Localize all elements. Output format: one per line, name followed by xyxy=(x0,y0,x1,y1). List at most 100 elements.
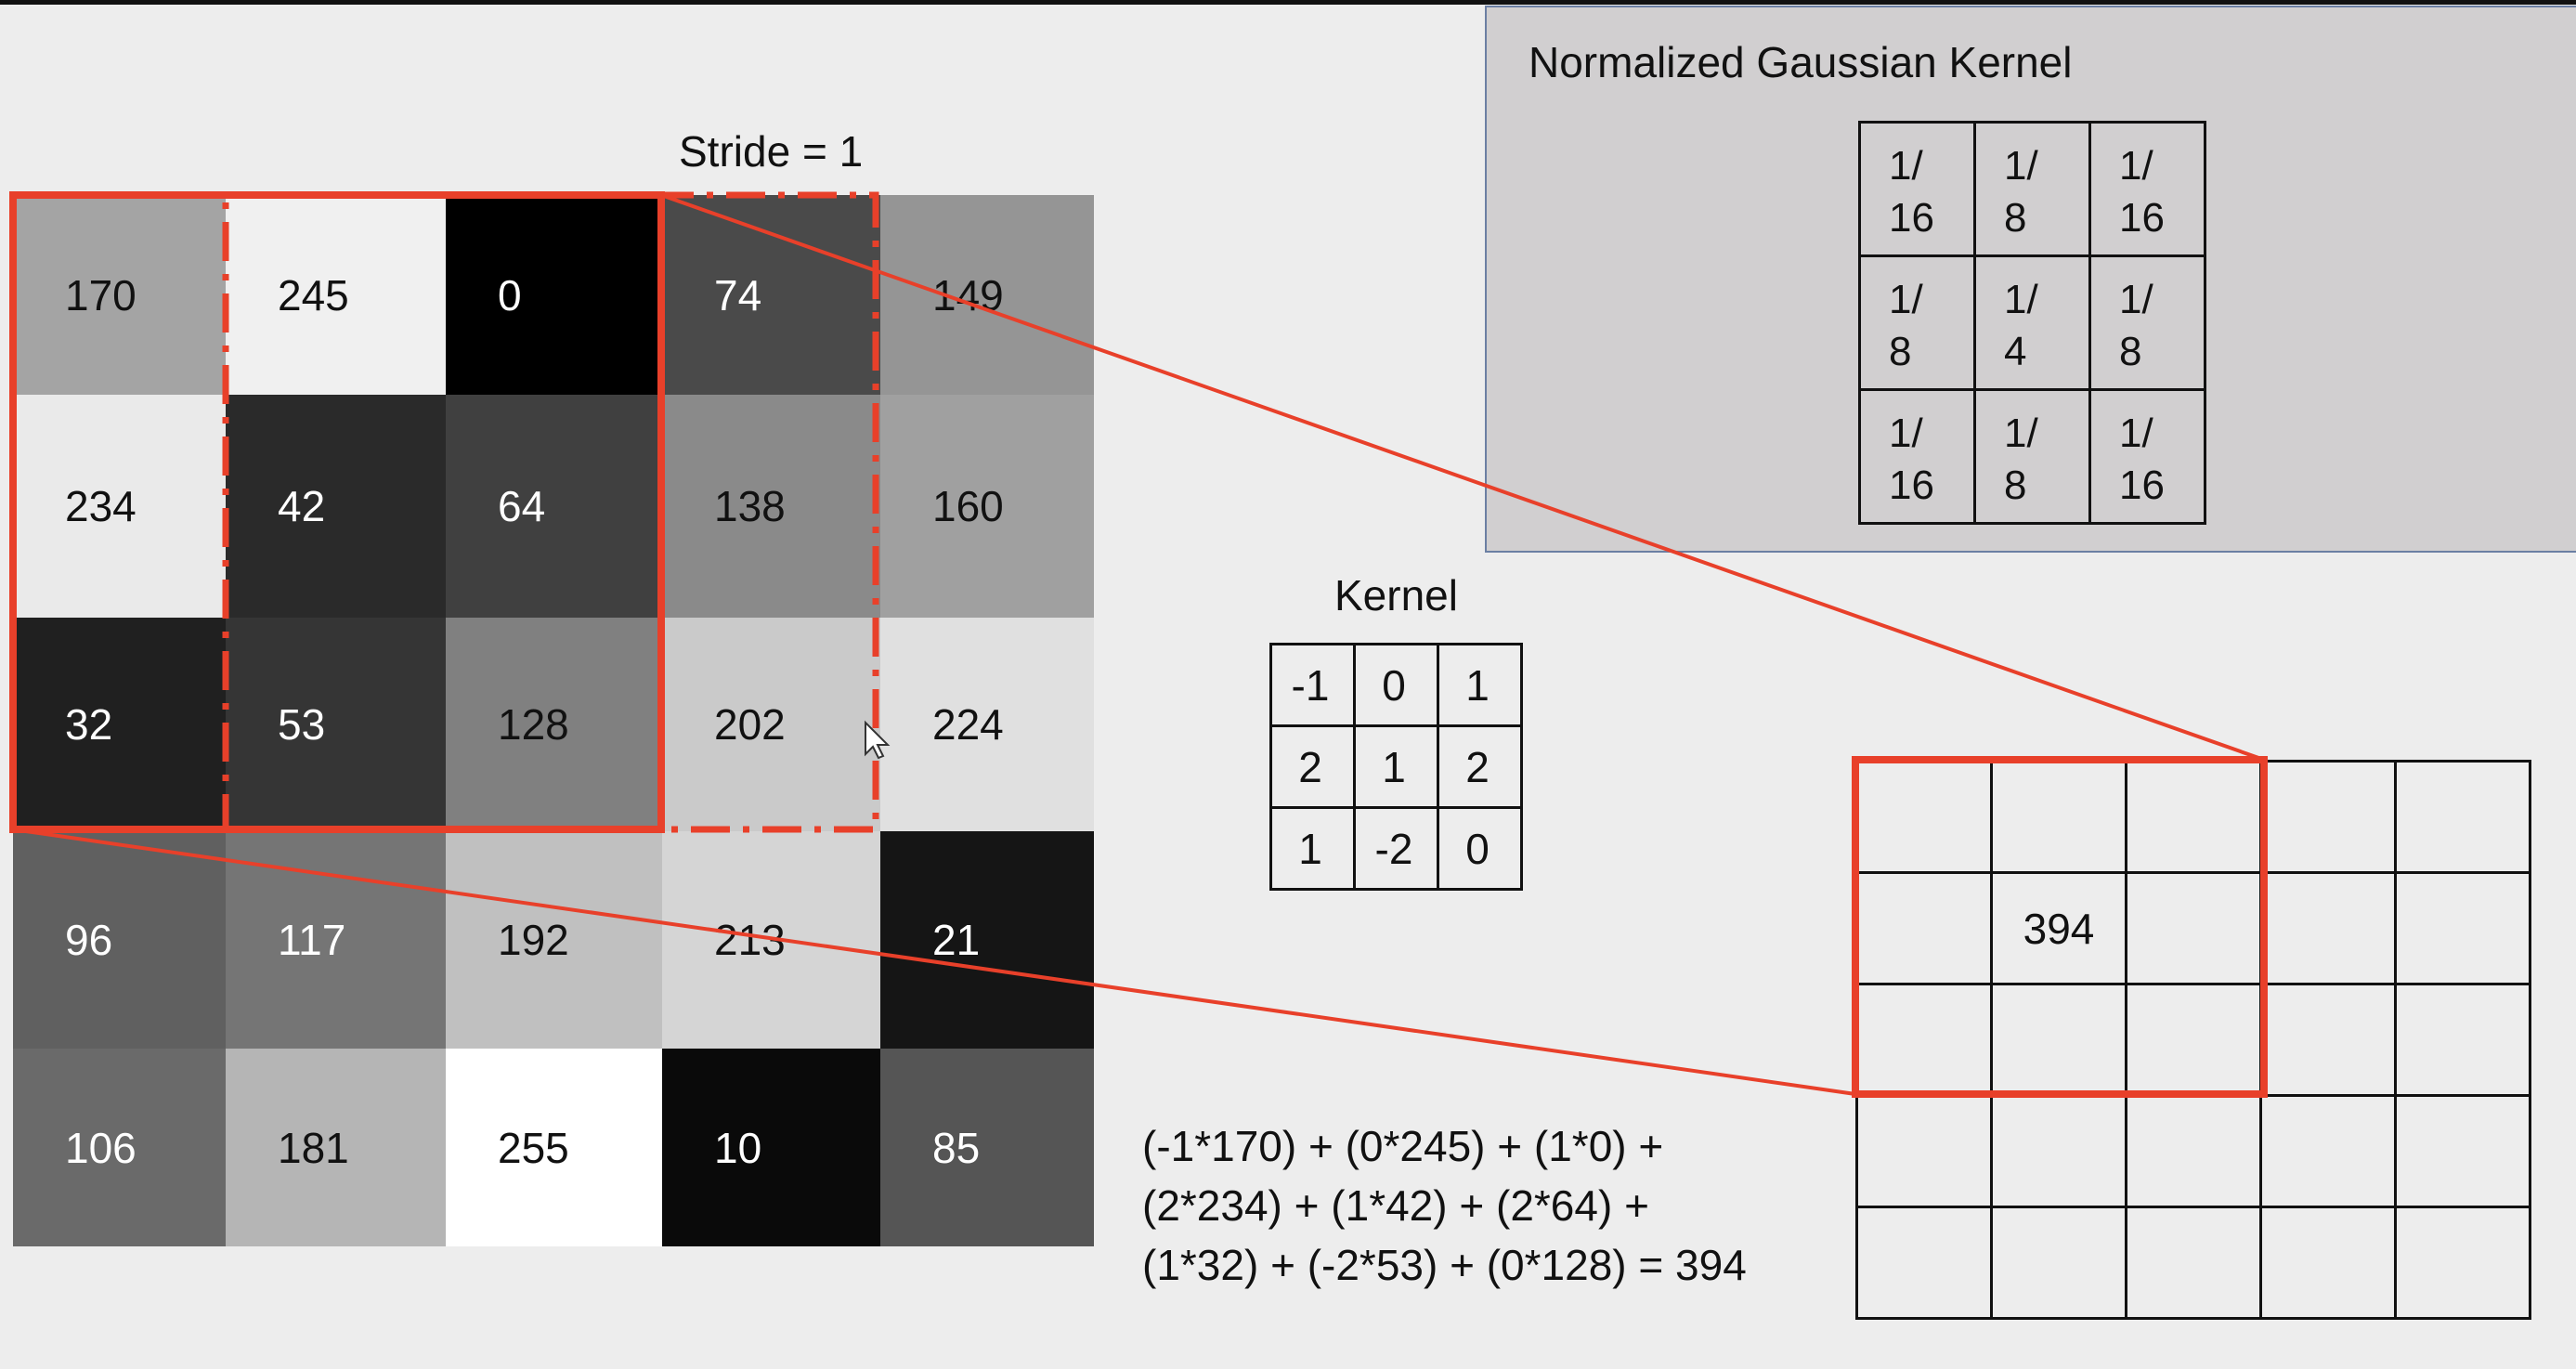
output-cell xyxy=(2125,1206,2262,1320)
pixel-value: 0 xyxy=(498,270,522,319)
pixel-cell: 96 xyxy=(13,831,226,1049)
pixel-value: 234 xyxy=(65,482,137,530)
pixel-value: 192 xyxy=(498,916,569,964)
gaussian-cell: 1/ 16 xyxy=(2088,388,2206,525)
formula-text: (-1*170) + (0*245) + (1*0) + (2*234) + (… xyxy=(1142,1116,1747,1295)
connector-line-bottom xyxy=(12,828,1856,1096)
output-cell xyxy=(2259,1206,2397,1320)
pixel-cell: 234 xyxy=(13,395,226,618)
output-cell xyxy=(1990,983,2127,1097)
stride-label: Stride = 1 xyxy=(679,127,864,176)
output-cell xyxy=(2125,760,2262,874)
current-window-box xyxy=(9,191,665,833)
output-cell xyxy=(2125,983,2262,1097)
pixel-cell: 85 xyxy=(880,1049,1094,1246)
gaussian-cell: 1/ 16 xyxy=(1858,121,1976,257)
kernel-cell: -1 xyxy=(1269,643,1356,727)
pixel-cell: 74 xyxy=(662,195,880,395)
pixel-value: 224 xyxy=(932,700,1004,749)
pixel-value: 117 xyxy=(278,916,346,964)
pixel-cell: 42 xyxy=(226,395,446,618)
kernel-table: -1 0 1 2 1 2 1 -2 0 xyxy=(1269,643,1523,891)
pixel-cell: 64 xyxy=(446,395,662,618)
formula-line: (-1*170) + (0*245) + (1*0) + xyxy=(1142,1122,1664,1170)
output-cell xyxy=(2394,871,2531,985)
pixel-cell: 10 xyxy=(662,1049,880,1246)
pixel-value: 96 xyxy=(65,916,113,964)
pixel-cell: 32 xyxy=(13,618,226,831)
kernel-cell: 1 xyxy=(1437,643,1523,727)
kernel-cell: 2 xyxy=(1437,724,1523,809)
gaussian-kernel-panel: Normalized Gaussian Kernel 1/ 16 1/ 8 1/… xyxy=(1485,6,2576,553)
output-grid: 394 xyxy=(1855,760,2531,1320)
pixel-cell: 0 xyxy=(446,195,662,395)
kernel-cell: 1 xyxy=(1269,806,1356,891)
mouse-cursor-icon xyxy=(865,720,891,760)
pixel-cell: 245 xyxy=(226,195,446,395)
kernel-title: Kernel xyxy=(1334,571,1458,619)
gaussian-kernel-title: Normalized Gaussian Kernel xyxy=(1529,38,2073,86)
kernel-cell: -2 xyxy=(1353,806,1439,891)
pixel-value: 255 xyxy=(498,1123,569,1172)
output-cell xyxy=(1855,1094,1993,1208)
pixel-value: 202 xyxy=(714,700,786,749)
pixel-cell: 117 xyxy=(226,831,446,1049)
input-image-grid: 170 245 0 74 149 234 42 64 138 160 32 53… xyxy=(13,195,1094,1246)
pixel-cell: 149 xyxy=(880,195,1094,395)
output-window-box xyxy=(1852,756,2268,1098)
kernel-cell: 2 xyxy=(1269,724,1356,809)
formula-line: (2*234) + (1*42) + (2*64) + xyxy=(1142,1181,1649,1230)
pixel-value: 138 xyxy=(714,482,786,530)
pixel-cell: 53 xyxy=(226,618,446,831)
pixel-value: 64 xyxy=(498,482,546,530)
pixel-value: 53 xyxy=(278,700,326,749)
output-cell xyxy=(2125,871,2262,985)
gaussian-cell: 1/ 8 xyxy=(1858,254,1976,391)
pixel-cell: 160 xyxy=(880,395,1094,618)
pixel-cell: 255 xyxy=(446,1049,662,1246)
pixel-value: 74 xyxy=(714,270,762,319)
output-cell xyxy=(2259,983,2397,1097)
pixel-value: 85 xyxy=(932,1123,981,1172)
output-cell xyxy=(1990,760,2127,874)
pixel-value: 21 xyxy=(932,916,981,964)
output-cell xyxy=(2259,1094,2397,1208)
gaussian-cell: 1/ 8 xyxy=(2088,254,2206,391)
pixel-value: 181 xyxy=(278,1123,349,1172)
pixel-value: 32 xyxy=(65,700,113,749)
pixel-value: 106 xyxy=(65,1123,137,1172)
pixel-cell: 224 xyxy=(880,618,1094,831)
output-cell xyxy=(1855,871,1993,985)
output-cell xyxy=(1855,1206,1993,1320)
gaussian-cell: 1/ 8 xyxy=(1973,121,2091,257)
gaussian-cell: 1/ 16 xyxy=(2088,121,2206,257)
gaussian-cell: 1/ 16 xyxy=(1858,388,1976,525)
output-cell xyxy=(2394,983,2531,1097)
pixel-cell: 106 xyxy=(13,1049,226,1246)
connector-line-top xyxy=(660,193,2265,762)
kernel-cell: 0 xyxy=(1437,806,1523,891)
pixel-cell: 192 xyxy=(446,831,662,1049)
output-cell xyxy=(2259,760,2397,874)
pixel-value: 128 xyxy=(498,700,569,749)
pixel-value: 10 xyxy=(714,1123,762,1172)
gaussian-kernel-table: 1/ 16 1/ 8 1/ 16 1/ 8 1/ 4 1/ 8 1/ 16 1/… xyxy=(1858,121,2206,525)
output-value-cell: 394 xyxy=(1990,871,2127,985)
output-cell xyxy=(2394,1094,2531,1208)
pixel-value: 170 xyxy=(65,270,137,319)
output-cell xyxy=(1990,1206,2127,1320)
top-bar xyxy=(0,0,2576,5)
pixel-value: 42 xyxy=(278,482,326,530)
gaussian-cell: 1/ 4 xyxy=(1973,254,2091,391)
pixel-cell: 170 xyxy=(13,195,226,395)
kernel-cell: 0 xyxy=(1353,643,1439,727)
formula-line: (1*32) + (-2*53) + (0*128) = 394 xyxy=(1142,1241,1747,1289)
gaussian-cell: 1/ 8 xyxy=(1973,388,2091,525)
pixel-cell: 202 xyxy=(662,618,880,831)
pixel-value: 160 xyxy=(932,482,1004,530)
pixel-cell: 181 xyxy=(226,1049,446,1246)
pixel-cell: 21 xyxy=(880,831,1094,1049)
output-cell xyxy=(2394,1206,2531,1320)
pixel-value: 245 xyxy=(278,270,349,319)
